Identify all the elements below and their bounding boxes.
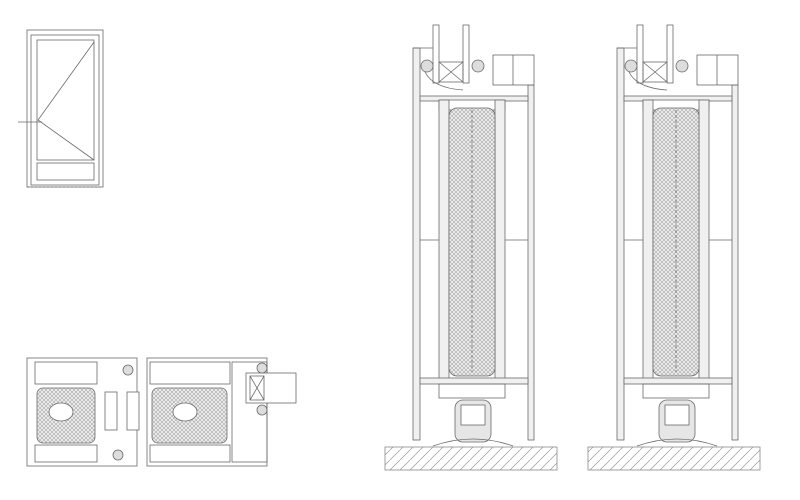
glass-pane-left: [636, 24, 644, 84]
glass-pane-left: [432, 24, 440, 84]
bottom-rail: [623, 377, 733, 385]
outer-frame-right: [731, 84, 739, 441]
spacer-cross: [438, 61, 464, 83]
glazing-gasket-right: [675, 59, 689, 73]
spacer-cross: [249, 375, 265, 401]
opening-direction-indicator: [37, 41, 95, 161]
right-core-void: [172, 402, 198, 422]
bottom-rail: [419, 377, 529, 385]
door-bottom-panel: [36, 162, 95, 181]
bottom-rail-chamber: [642, 383, 710, 399]
glazing-gasket-left: [624, 59, 638, 73]
seal-core: [460, 404, 486, 426]
outer-frame-right: [527, 84, 535, 441]
left-chamber-top: [34, 361, 98, 385]
glazing-gasket-left: [420, 59, 434, 73]
bottom-rail-chamber: [438, 383, 506, 399]
glass-pane-right: [666, 24, 674, 84]
vertical-section-2: [616, 24, 739, 447]
door-sash: [30, 34, 100, 186]
right-chamber-bottom: [149, 444, 231, 463]
left-core-void: [48, 402, 74, 422]
outer-frame-left: [616, 47, 625, 441]
seal-core: [664, 404, 690, 426]
sash-stile-left: [642, 99, 654, 381]
glazing-bead: [424, 71, 464, 91]
glass-pane-right: [462, 24, 470, 84]
door-glass-panel: [36, 39, 95, 161]
left-chamber-bottom: [34, 444, 98, 463]
sash-stile-right: [698, 99, 710, 381]
horizontal-section: [26, 357, 297, 467]
right-thermal-break: [126, 391, 140, 431]
floor-slab-2: [587, 446, 761, 471]
outer-frame-left: [412, 47, 421, 441]
floor-slab-1: [384, 446, 558, 471]
seal-bottom: [112, 449, 124, 461]
door-outer-frame: [26, 29, 104, 188]
sash-stile-right: [494, 99, 506, 381]
top-chamber: [492, 54, 535, 86]
door-elevation: [18, 29, 104, 188]
right-chamber-top: [149, 361, 231, 385]
seal-top: [122, 364, 134, 376]
sash-stile-left: [438, 99, 450, 381]
drop-seal: [636, 438, 718, 447]
glazing-gasket-right: [471, 59, 485, 73]
top-chamber: [696, 54, 739, 86]
drop-seal: [432, 438, 514, 447]
left-thermal-break: [104, 391, 118, 431]
glazing-bead: [628, 71, 668, 91]
vertical-section-1: [412, 24, 535, 447]
glazing-gasket-top: [256, 362, 268, 374]
glazing-gasket-bottom: [256, 404, 268, 416]
spacer-cross: [642, 61, 668, 83]
glass-spacer: [438, 61, 464, 83]
glass-spacer: [642, 61, 668, 83]
